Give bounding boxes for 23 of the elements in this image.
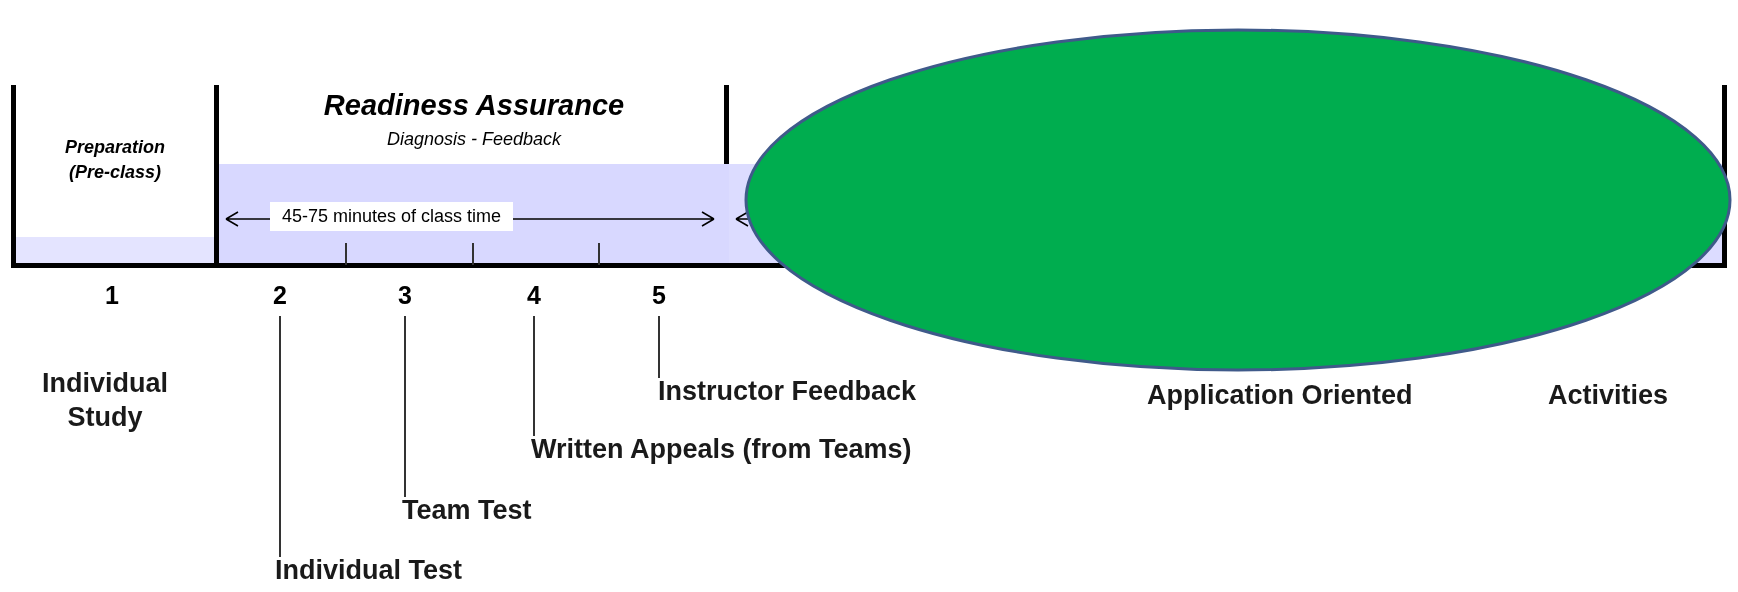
step-number: 5 xyxy=(644,281,674,310)
activity-label: Application Oriented xyxy=(1147,380,1413,411)
step-number: 3 xyxy=(390,281,420,310)
step-label: Written Appeals (from Teams) xyxy=(531,434,912,465)
step-label: Team Test xyxy=(402,495,532,526)
dimension-label: 45-75 minutes of class time xyxy=(270,202,514,231)
leader-line xyxy=(658,315,660,379)
activity-label: Individual Study xyxy=(41,367,169,434)
activity-label: Activities xyxy=(1548,380,1669,411)
phase-subtitle: Diagnosis - Feedback xyxy=(385,129,563,150)
phase-panel xyxy=(214,85,729,268)
leader-line xyxy=(533,315,535,437)
phase-panel xyxy=(11,85,214,268)
step-number: 1 xyxy=(104,281,120,310)
step-label: Instructor Feedback xyxy=(658,376,917,407)
phase-title: Preparation (Pre-class) xyxy=(64,136,166,184)
leader-line xyxy=(404,315,406,498)
ellipse-shape xyxy=(744,28,1732,372)
step-number: 4 xyxy=(519,281,549,310)
leader-line xyxy=(279,315,281,558)
step-number: 2 xyxy=(265,281,295,310)
phase-title: Readiness Assurance xyxy=(322,89,626,122)
step-label: Individual Test xyxy=(275,555,463,586)
